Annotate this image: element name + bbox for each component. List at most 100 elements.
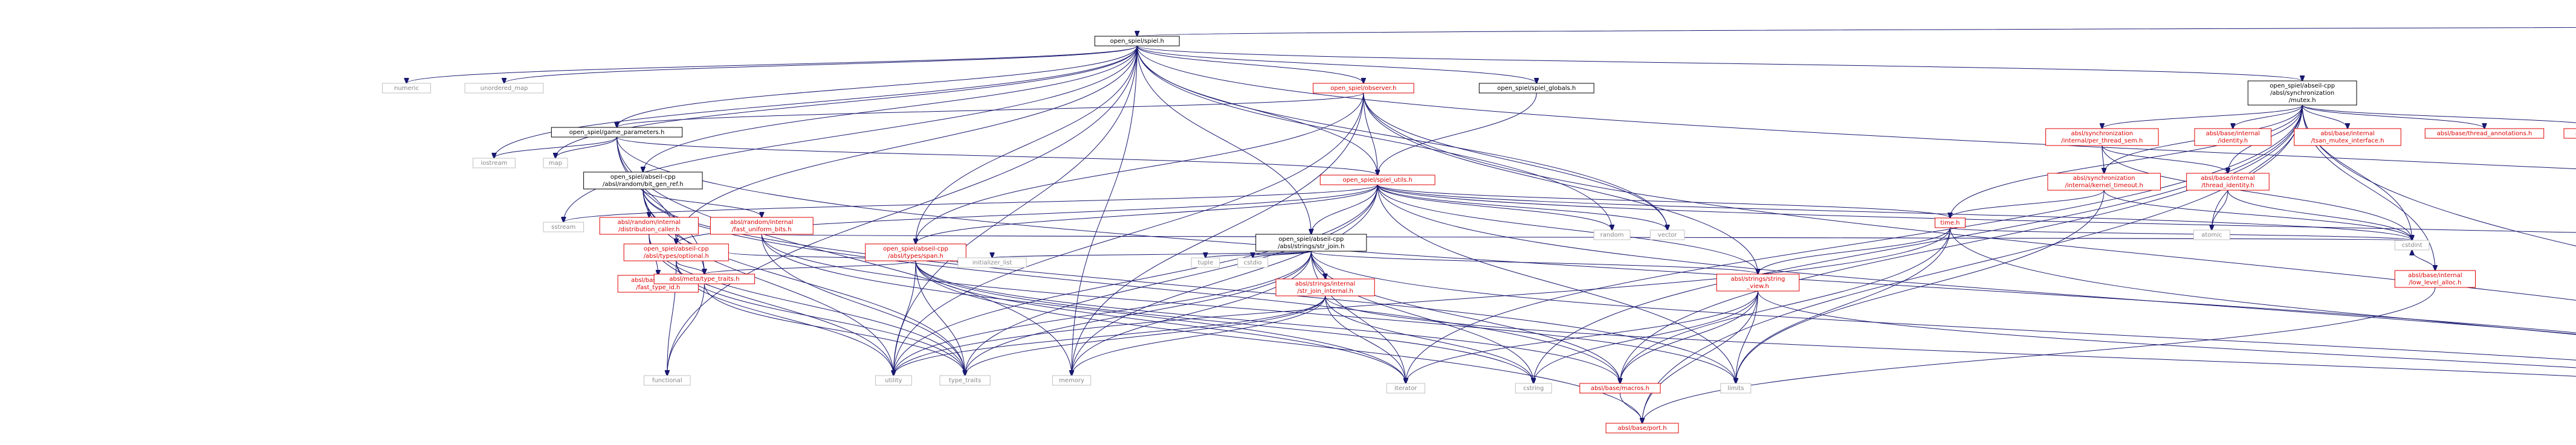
node-atomic: atomic bbox=[2193, 229, 2230, 240]
edge-mutex-to-time bbox=[1950, 104, 2303, 218]
node-identity[interactable]: absl/base/internal/identity.h bbox=[2194, 128, 2272, 146]
edge-string-view-to-iterator bbox=[1406, 290, 1758, 383]
node-box bbox=[599, 217, 699, 235]
node-box bbox=[1237, 257, 1269, 268]
node-box bbox=[1605, 423, 1679, 434]
node-fast-uniform-bits[interactable]: absl/random/internal/fast_uniform_bits.h bbox=[710, 217, 814, 235]
edge-spiel-utils-to-span bbox=[916, 184, 1378, 244]
edge-fast-uniform-bits-to-limits bbox=[761, 234, 1736, 383]
node-thread-identity[interactable]: absl/base/internal/thread_identity.h bbox=[2186, 173, 2270, 191]
edge-observer-to-game-parameters bbox=[617, 92, 1364, 127]
node-bit-gen-ref[interactable]: open_spiel/abseil-cpp/absl/random/bit_ge… bbox=[583, 171, 703, 190]
edge-fast-uniform-bits-to-cstdint bbox=[761, 234, 2412, 240]
node-label: /mutex.h bbox=[2289, 97, 2316, 104]
node-spiel[interactable]: open_spiel/spiel.h bbox=[1094, 36, 1180, 46]
edge-time-to-limits bbox=[1736, 227, 1950, 383]
node-tuple: tuple bbox=[1191, 257, 1220, 268]
edge-time-to-macros bbox=[1620, 227, 1950, 383]
edge-mutex-to-cstring bbox=[1533, 104, 2303, 383]
node-label: absl/random/internal bbox=[730, 219, 793, 226]
edge-spiel-utils-to-random bbox=[1377, 184, 1612, 230]
node-label: open_spiel/abseil-cpp bbox=[2270, 83, 2335, 89]
node-box bbox=[865, 243, 966, 261]
edge-str-join-internal-to-cstring bbox=[1325, 295, 1534, 383]
node-observer[interactable]: open_spiel/observer.h bbox=[1313, 83, 1414, 94]
node-label: /absl/types/span.h bbox=[888, 253, 943, 260]
edge-spiel-to-unordered-map bbox=[504, 45, 1138, 83]
node-cstdint: cstdint bbox=[2394, 240, 2430, 251]
node-distribution-caller[interactable]: absl/random/internal/distribution_caller… bbox=[599, 217, 699, 235]
edge-spiel-utils-to-cstdint bbox=[1377, 184, 2412, 240]
node-label: /internal/kernel_timeout.h bbox=[2065, 182, 2143, 189]
node-const-init[interactable]: absl/base/const_init.h bbox=[2563, 128, 2576, 139]
node-span[interactable]: open_spiel/abseil-cpp/absl/types/span.h bbox=[865, 243, 966, 261]
edge-span-to-type-traits bbox=[915, 260, 965, 376]
node-vector: vector bbox=[1649, 229, 1685, 240]
node-label: functional bbox=[652, 377, 682, 384]
node-cstdio: cstdio bbox=[1237, 257, 1269, 268]
edge-str-join-to-memory bbox=[1072, 251, 1312, 376]
node-label: /identity.h bbox=[2218, 138, 2248, 144]
node-string-view[interactable]: absl/strings/string_view.h bbox=[1716, 274, 1800, 292]
node-type-traits: type_traits bbox=[939, 375, 991, 386]
node-mutex[interactable]: open_spiel/abseil-cpp/absl/synchronizati… bbox=[2247, 80, 2357, 106]
node-box bbox=[2194, 128, 2272, 146]
edge-spiel-to-random bbox=[1136, 45, 1612, 230]
node-box bbox=[623, 243, 729, 261]
edge-spiel-utils-to-vector bbox=[1377, 184, 1667, 230]
node-label: open_spiel/spiel_utils.h bbox=[1342, 177, 1412, 184]
edge-mutex-to-const-init bbox=[2302, 104, 2576, 123]
node-box bbox=[644, 375, 691, 386]
node-game-parameters[interactable]: open_spiel/game_parameters.h bbox=[551, 127, 683, 138]
node-label: atomic bbox=[2201, 232, 2222, 239]
node-time[interactable]: time.h bbox=[1934, 217, 1966, 228]
edge-spiel-to-observer bbox=[1136, 45, 1364, 83]
edge-observer-to-span bbox=[916, 92, 1364, 244]
node-box bbox=[1593, 229, 1631, 240]
edge-str-join-to-initializer-list bbox=[992, 251, 1312, 258]
node-box bbox=[1319, 174, 1435, 185]
edge-observer-to-vector bbox=[1363, 92, 1668, 230]
node-label: absl/base/internal bbox=[2201, 175, 2254, 182]
edge-spiel-utils-to-str-join bbox=[1311, 184, 1378, 234]
node-tsan-mutex[interactable]: absl/base/internal/tsan_mutex_interface.… bbox=[2294, 128, 2401, 146]
edge-mutex-to-atomic bbox=[2212, 104, 2303, 230]
edge-spiel-utils-to-utility bbox=[893, 184, 1378, 376]
edge-mutex-to-cstdint bbox=[2302, 104, 2412, 240]
edge-kernel-timeout-to-time bbox=[1950, 190, 2105, 218]
edge-span-to-iterator bbox=[915, 260, 1406, 383]
node-label: /absl/strings/str_join.h bbox=[1278, 243, 1344, 250]
node-low-level-alloc[interactable]: absl/base/internal/low_level_alloc.h bbox=[2394, 270, 2476, 288]
node-str-join-internal[interactable]: absl/strings/internal/str_join_internal.… bbox=[1275, 278, 1375, 296]
node-port[interactable]: absl/base/port.h bbox=[1605, 423, 1679, 434]
edge-str-join-to-string bbox=[1310, 251, 2576, 360]
node-per-thread-sem[interactable]: absl/synchronization/internal/per_thread… bbox=[2045, 128, 2159, 146]
node-macros[interactable]: absl/base/macros.h bbox=[1579, 383, 1661, 394]
edge-string-view-to-port bbox=[1642, 290, 1758, 423]
node-label: sstream bbox=[551, 224, 575, 231]
node-label: tuple bbox=[1198, 260, 1214, 266]
node-optional[interactable]: open_spiel/abseil-cpp/absl/types/optiona… bbox=[623, 243, 729, 261]
edge-string-view-to-string bbox=[1757, 290, 2576, 368]
node-box bbox=[1716, 274, 1800, 292]
node-label: absl/base/internal bbox=[2408, 272, 2462, 279]
node-iterator: iterator bbox=[1386, 383, 1425, 394]
node-box bbox=[543, 158, 568, 168]
node-spiel-globals[interactable]: open_spiel/spiel_globals.h bbox=[1478, 83, 1594, 94]
node-spiel-utils[interactable]: open_spiel/spiel_utils.h bbox=[1319, 174, 1435, 185]
edge-mutex-to-identity bbox=[2233, 104, 2303, 129]
node-thread-annotations[interactable]: absl/base/thread_annotations.h bbox=[2424, 128, 2545, 139]
node-label: limits bbox=[1727, 385, 1744, 392]
edge-str-join-internal-to-iterator bbox=[1325, 295, 1406, 383]
edge-spiel-to-numeric bbox=[407, 45, 1138, 83]
edge-thread-identity-to-cstdint bbox=[2227, 190, 2412, 240]
node-box bbox=[710, 217, 814, 235]
edge-spiel-to-spiel-globals bbox=[1136, 45, 1536, 83]
node-str-join[interactable]: open_spiel/abseil-cpp/absl/strings/str_j… bbox=[1255, 234, 1367, 252]
node-kernel-timeout[interactable]: absl/synchronization/internal/kernel_tim… bbox=[2047, 173, 2161, 191]
node-label: _view.h bbox=[1746, 283, 1769, 290]
node-label: /absl/synchronization bbox=[2270, 90, 2334, 97]
edge-spiel-utils-to-limits bbox=[1377, 184, 1736, 383]
node-label: /absl/random/bit_gen_ref.h bbox=[603, 181, 684, 188]
node-type-traits-meta[interactable]: absl/meta/type_traits.h bbox=[653, 274, 756, 284]
